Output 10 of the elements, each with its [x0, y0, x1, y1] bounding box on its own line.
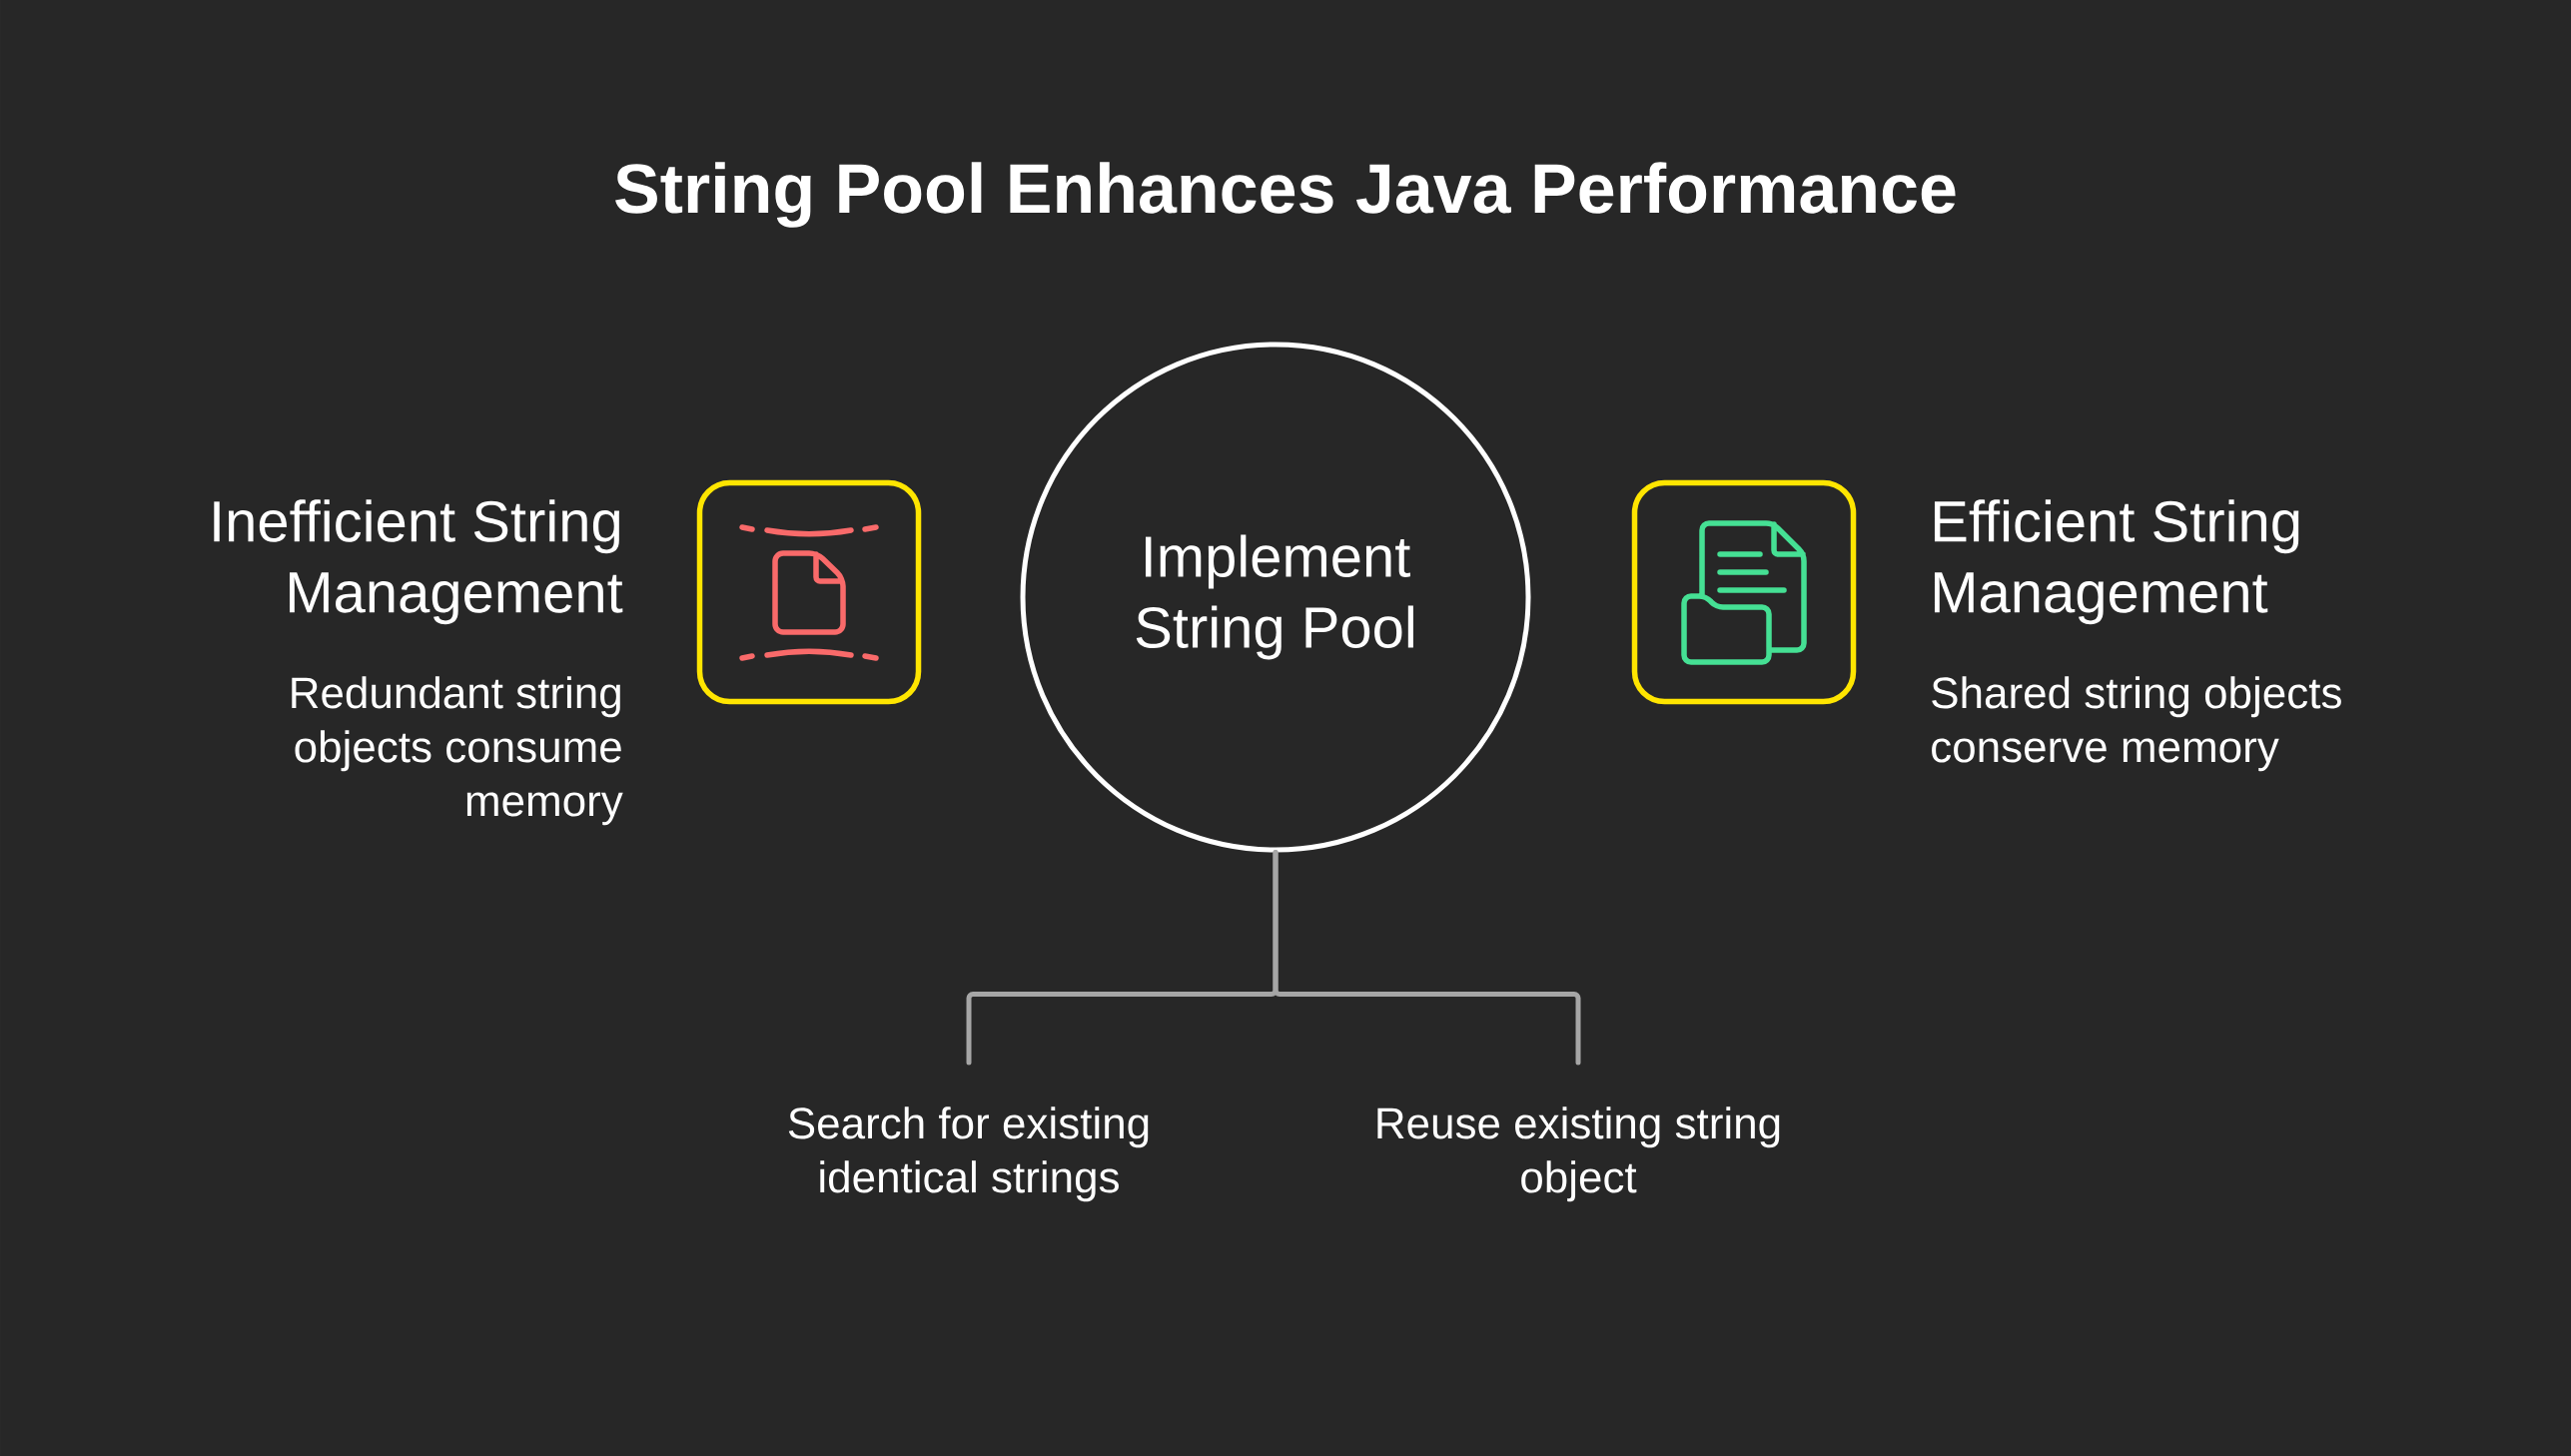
- step-text: Reuse existing string object: [1377, 1106, 1780, 1202]
- step-text: Search for existing identical strings: [788, 1106, 1149, 1202]
- icon-box: [696, 479, 922, 705]
- icon-box: [1631, 479, 1857, 705]
- heading: Inefficient String Management: [214, 499, 623, 625]
- heading: Efficient String Management: [1934, 499, 2299, 625]
- description: Shared string objects conserve memory: [1932, 676, 2341, 772]
- description: Redundant string objects consume memory: [292, 676, 623, 826]
- connector-line: [1273, 850, 1581, 1066]
- title: String Pool Enhances Java Performance: [615, 162, 1956, 228]
